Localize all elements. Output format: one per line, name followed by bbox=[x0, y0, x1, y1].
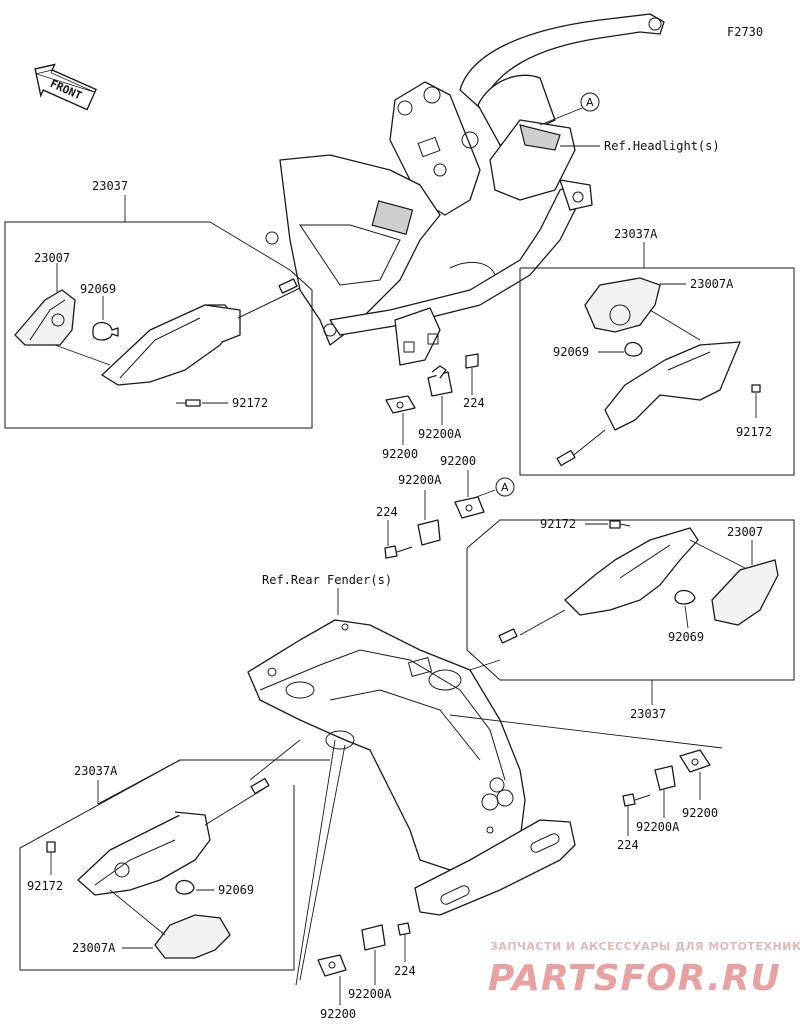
label-bc-bracket: 92200A bbox=[348, 987, 392, 1001]
label-rl-assy: 23037A bbox=[74, 764, 118, 778]
label-rc-bracket: 92200A bbox=[636, 820, 680, 834]
watermark-tagline: ЗАПЧАСТИ И АКСЕССУАРЫ ДЛЯ МОТОТЕХНИКИ bbox=[490, 940, 800, 953]
lens-23007A-rl bbox=[154, 914, 231, 959]
label-rc-plate: 92200 bbox=[682, 806, 718, 820]
lens-23007-rr bbox=[711, 559, 779, 626]
headlight-bracket bbox=[265, 13, 665, 366]
plate-92200-front bbox=[385, 395, 416, 414]
label-fr-screw: 92172 bbox=[736, 425, 772, 439]
bulb-92069-rl bbox=[175, 879, 195, 895]
label-fc-bracket: 92200A bbox=[418, 427, 462, 441]
bottom-clamp-set: 92200 92200A 224 bbox=[295, 739, 416, 1021]
assembly-rear-left: 23037A 92172 92069 23007A bbox=[19, 759, 330, 971]
label-fc-nut: 224 bbox=[463, 396, 485, 410]
ref-headlight-label: Ref.Headlight(s) bbox=[604, 139, 720, 153]
label-rr-screw: 92172 bbox=[540, 517, 576, 531]
label-rl-screw: 92172 bbox=[27, 879, 63, 893]
assembly-front-right: 23037A 23007A 92069 92172 bbox=[519, 227, 795, 476]
front-clamp-set: 92200 92200A 224 bbox=[382, 353, 485, 461]
front-arrow-icon: FRONT bbox=[34, 63, 97, 111]
label-fr-bulb: 92069 bbox=[553, 345, 589, 359]
mid-clamp-set: A 92200 92200A 224 bbox=[376, 454, 515, 559]
label-fl-screw: 92172 bbox=[232, 396, 268, 410]
figure-id: F2730 bbox=[727, 25, 763, 39]
label-fl-assy: 23037 bbox=[92, 179, 128, 193]
housing-fr bbox=[604, 341, 741, 431]
label-bc-plate: 92200 bbox=[320, 1007, 356, 1021]
label-rc-nut: 224 bbox=[617, 838, 639, 852]
housing-rr bbox=[564, 527, 699, 616]
assembly-front-left: 23037 23007 92069 92172 bbox=[4, 179, 313, 429]
label-fl-bulb: 92069 bbox=[80, 282, 116, 296]
bulb-92069 bbox=[92, 321, 119, 341]
rear-fender bbox=[247, 619, 576, 916]
label-mc-bracket: 92200A bbox=[398, 473, 442, 487]
rear-clamp-set-right: 92200 92200A 224 bbox=[449, 714, 723, 852]
label-rl-bulb: 92069 bbox=[218, 883, 254, 897]
label-fl-lens: 23007 bbox=[34, 251, 70, 265]
label-rl-lens: 23007A bbox=[72, 941, 116, 955]
bulb-92069-fr bbox=[624, 341, 643, 357]
callout-a-top: A bbox=[580, 92, 600, 112]
label-rr-bulb: 92069 bbox=[668, 630, 704, 644]
label-mc-nut: 224 bbox=[376, 505, 398, 519]
svg-text:A: A bbox=[586, 96, 594, 109]
label-mc-plate: 92200 bbox=[440, 454, 476, 468]
label-fr-assy: 23037A bbox=[614, 227, 658, 241]
assembly-rear-right: 23037 92172 23007 92069 bbox=[466, 517, 795, 721]
label-rr-assy: 23037 bbox=[630, 707, 666, 721]
label-bc-nut: 224 bbox=[394, 964, 416, 978]
plate-92200-rear-right bbox=[679, 749, 711, 773]
label-fc-plate: 92200 bbox=[382, 447, 418, 461]
plate-92200-bottom bbox=[317, 954, 347, 977]
bulb-92069-rr bbox=[674, 589, 696, 605]
ref-rear-fender-label: Ref.Rear Fender(s) bbox=[262, 573, 392, 587]
label-rr-lens: 23007 bbox=[727, 525, 763, 539]
watermark-logo: PARTSFOR.RU bbox=[488, 958, 781, 999]
callout-a-mid: A bbox=[501, 481, 509, 494]
plate-92200-mid bbox=[454, 496, 485, 519]
label-fr-lens: 23007A bbox=[690, 277, 734, 291]
